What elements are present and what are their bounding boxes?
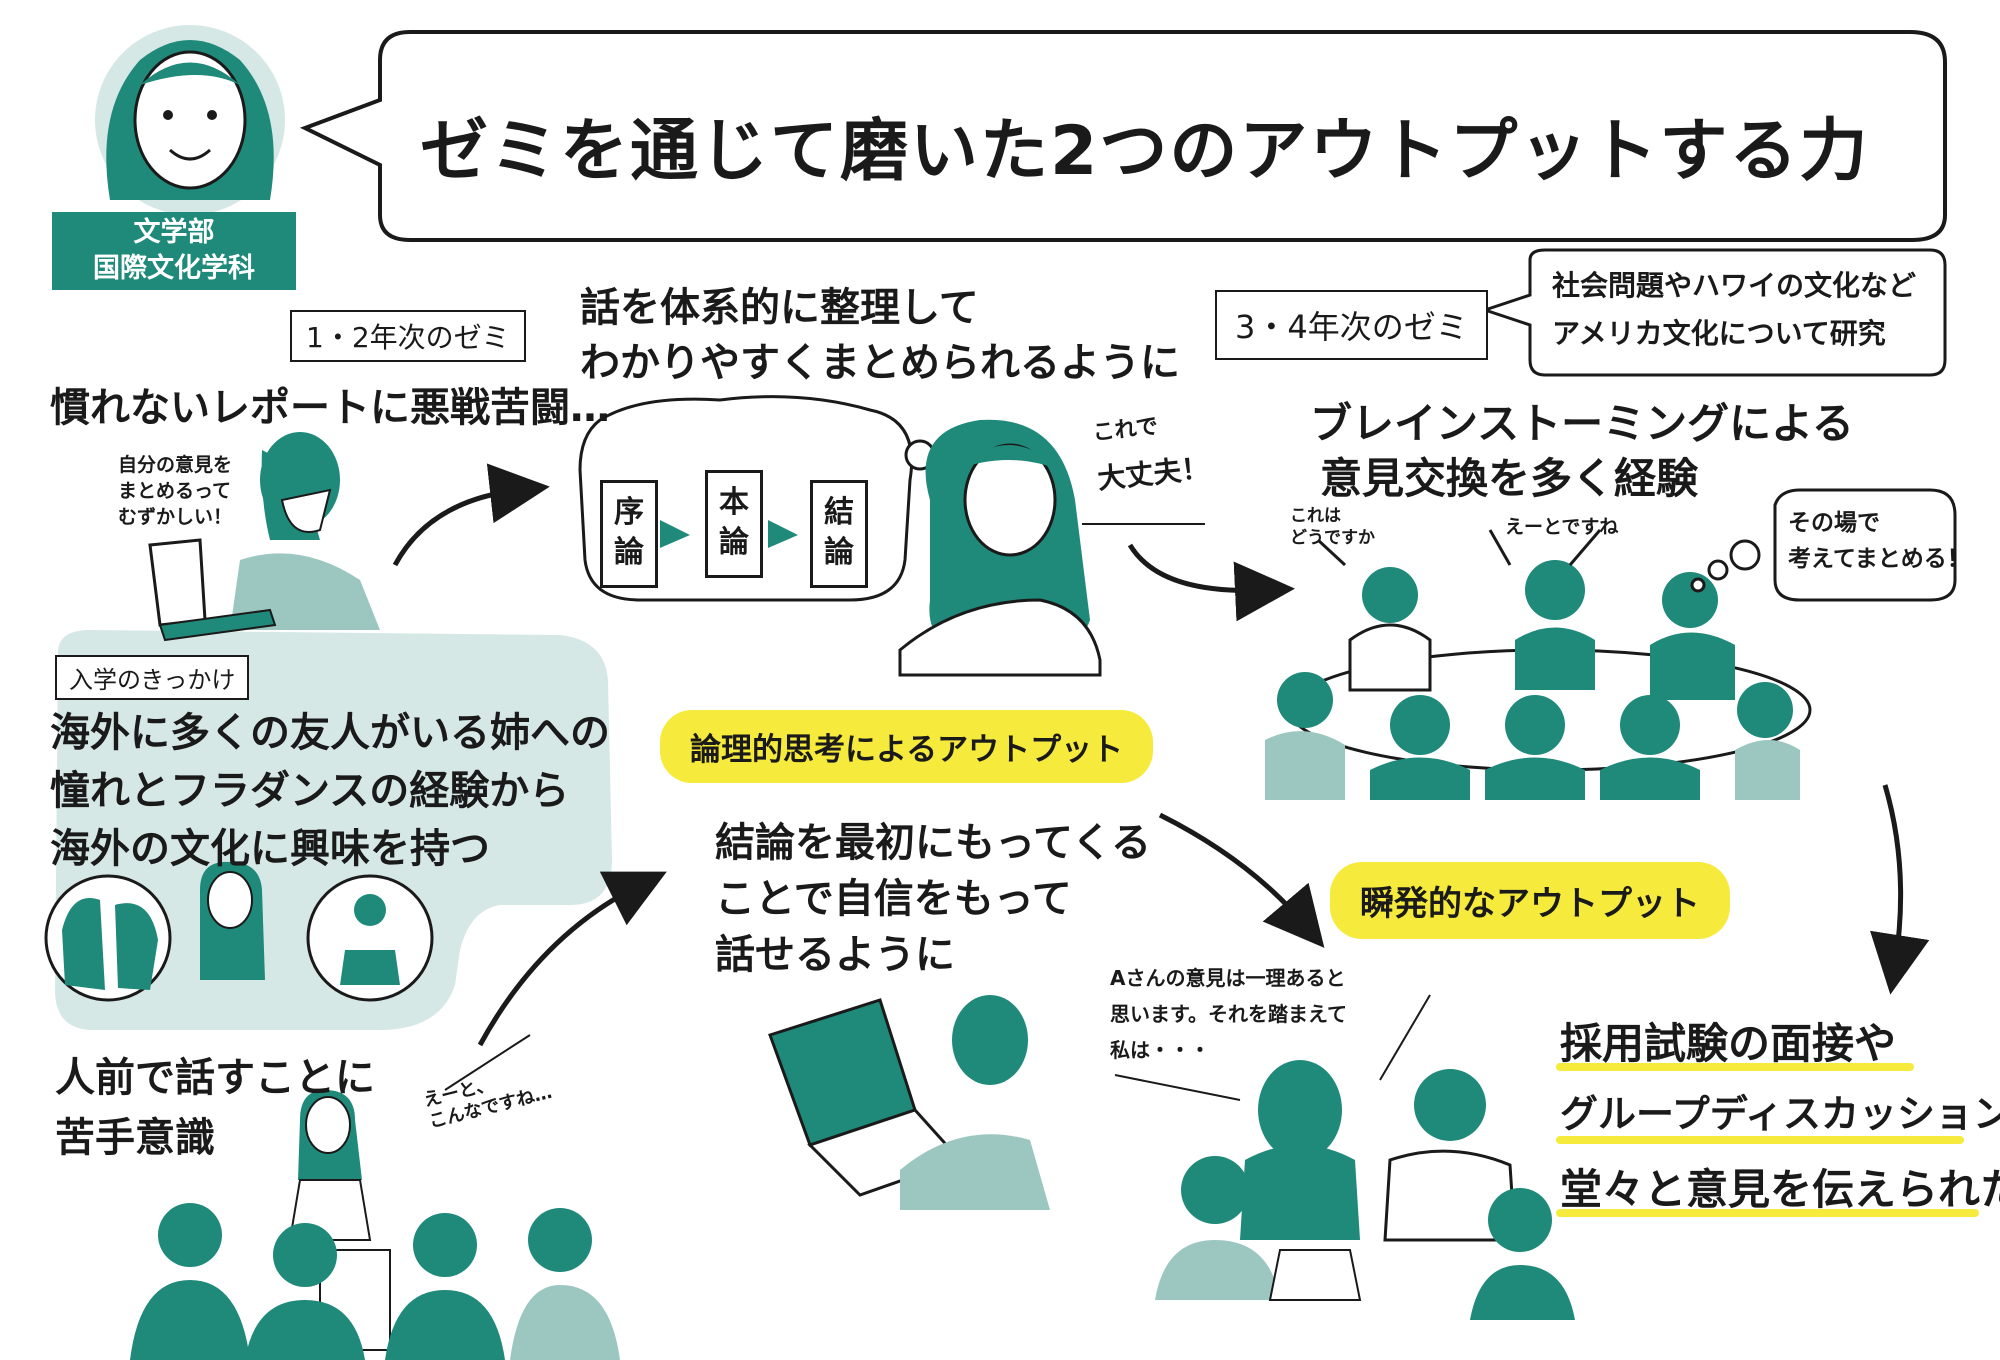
research-bubble — [1480, 248, 1947, 377]
instant-speech-line3: 私は・・・ — [1110, 1038, 1210, 1062]
speech-a-line2: どうですか — [1290, 528, 1375, 548]
brainstorm-thought-line1: その場で — [1788, 510, 1880, 536]
structure-heading-line2: わかりやすくまとめられるように — [580, 340, 1180, 386]
logical-line2: ことで自信をもって — [715, 876, 1072, 922]
seminar12-thought-line: むずかしい！ — [118, 506, 233, 528]
seminar34-label: 3・4年次のゼミ — [1215, 290, 1488, 360]
instant-speech-line2: 思います。それを踏まえて — [1110, 1002, 1347, 1026]
step-arrow-2 — [768, 520, 798, 548]
structure-ok-speech: これで 大丈夫！ — [1090, 399, 1211, 502]
instant-highlight-label: 瞬発的なアウトプット — [1330, 862, 1730, 939]
step-arrow-1 — [660, 520, 690, 548]
arrow-to-structure — [392, 463, 550, 567]
arrow-shy-to-logical — [477, 871, 667, 1047]
structure-heading-line1: 話を体系的に整理して — [580, 285, 979, 331]
arrow-brainstorm-to-result — [1870, 784, 1930, 995]
profile-dept-line1: 文学部 — [133, 217, 215, 248]
instant-speech: Aさんの意見は一理あると 思います。それを踏まえて 私は・・・ — [1110, 960, 1347, 1068]
brainstorm-heading-line1: ブレインストーミングによる — [1310, 399, 1854, 448]
illustration-audience — [130, 1203, 620, 1360]
research-line1: 社会問題やハワイの文化など — [1552, 269, 1917, 302]
speech-a-line1: これは — [1290, 506, 1341, 526]
illustration-hula-dancer — [306, 874, 434, 1002]
motivation-line2: 憧れとフラダンスの経験から — [50, 768, 570, 814]
logical-line3: 話せるように — [715, 932, 955, 978]
shy-line1: 人前で話すことに — [55, 1055, 375, 1101]
seminar12-thought-line: まとめるって — [118, 480, 232, 502]
motivation-line1: 海外に多くの友人がいる姉への — [50, 710, 610, 756]
instant-speech-line1: Aさんの意見は一理あると — [1110, 966, 1346, 990]
brainstorm-thought-text: その場で 考えてまとめる！ — [1788, 505, 1970, 577]
seminar12-thought: 自分の意見を まとめるって むずかしい！ — [118, 452, 232, 530]
result-line2: グループディスカッションで — [1560, 1092, 2000, 1136]
illustration-roundtable — [1265, 560, 1812, 800]
arrow-logical-to-instant — [1158, 812, 1325, 948]
research-text: 社会問題やハワイの文化など アメリカ文化について研究 — [1552, 262, 1916, 358]
title-bubble — [299, 30, 1947, 242]
motivation-label: 入学のきっかけ — [55, 655, 250, 700]
shy-line2: 苦手意識 — [55, 1115, 215, 1161]
page-title: ゼミを通じて磨いた2つのアウトプットする力 — [420, 112, 1870, 191]
illustration-confident-girl — [898, 419, 1102, 677]
step-card-body: 本 論 — [705, 470, 763, 578]
brainstorm-thought-bubble — [1773, 488, 1957, 602]
profile-avatar-person — [106, 40, 274, 200]
illustration-sister-friends — [44, 874, 172, 1002]
arrow-to-brainstorm — [1127, 543, 1295, 622]
speech-b: えーとですね — [1505, 516, 1619, 538]
motivation-line3: 海外の文化に興味を持つ — [50, 826, 490, 872]
brainstorm-heading-line2: 意見交換を多く経験 — [1320, 454, 1699, 503]
step-card-intro: 序 論 — [600, 480, 658, 588]
seminar12-thought-line: 自分の意見を — [118, 454, 233, 476]
illustration-girl-thinking — [200, 861, 265, 980]
result-line3: 堂々と意見を伝えられた — [1560, 1165, 2000, 1214]
illustration-girl-laptop — [148, 432, 380, 642]
seminar12-label: 1・2年次のゼミ — [290, 310, 526, 362]
step-card-conclusion: 結 論 — [810, 480, 868, 588]
motivation-panel — [55, 630, 612, 1030]
illustration-online-meeting — [768, 995, 1050, 1210]
result-line1: 採用試験の面接や — [1560, 1019, 1897, 1068]
logical-line1: 結論を最初にもってくる — [715, 820, 1151, 866]
brainstorm-thought-line2: 考えてまとめる！ — [1788, 546, 1970, 572]
research-line2: アメリカ文化について研究 — [1552, 317, 1886, 350]
profile-dept-line2: 国際文化学科 — [93, 253, 255, 284]
seminar12-headline: 慣れないレポートに悪戦苦闘… — [50, 385, 610, 431]
profile-dept-tag: 文学部 国際文化学科 — [52, 212, 296, 290]
illustration-group-discussion — [1155, 1060, 1575, 1320]
logical-highlight-label: 論理的思考によるアウトプット — [660, 710, 1154, 783]
speech-a: これは どうですか — [1290, 505, 1375, 549]
